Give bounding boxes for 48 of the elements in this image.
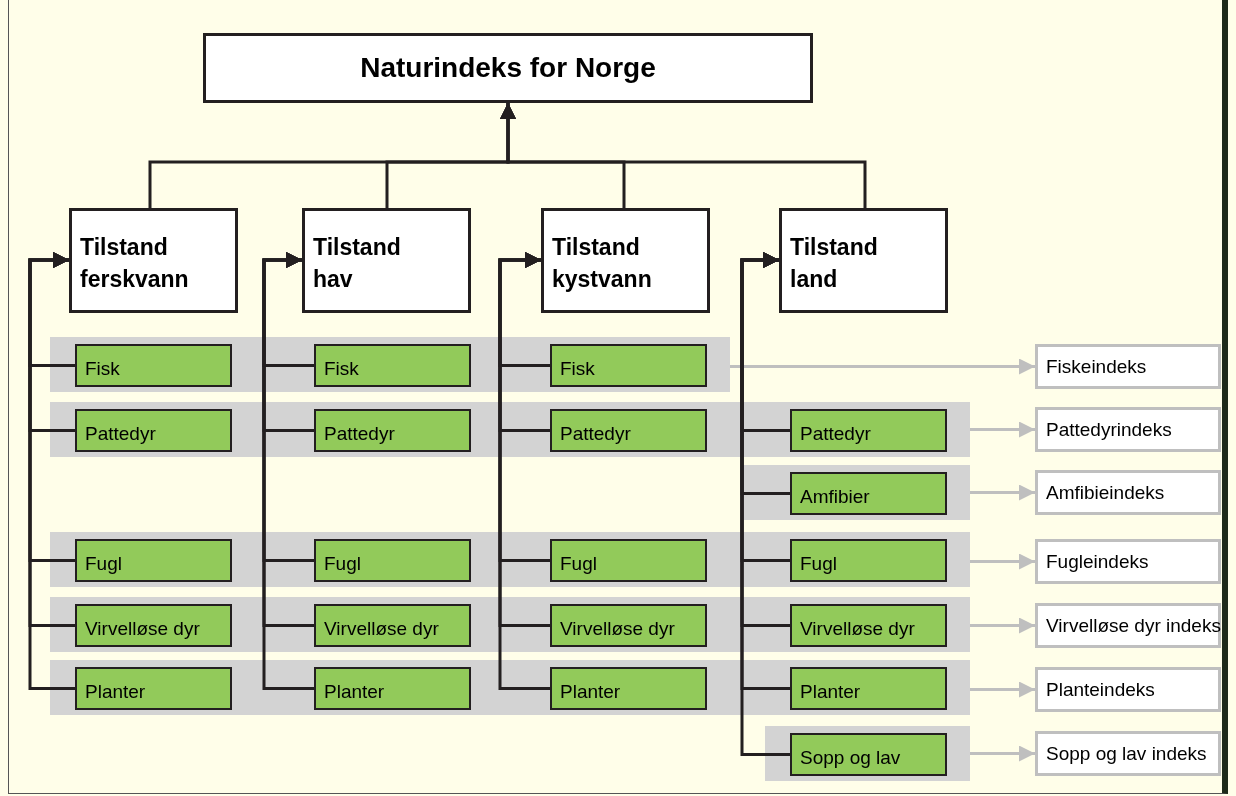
row-band xyxy=(765,726,970,781)
index-box: Planteindeks xyxy=(1035,667,1221,712)
index-box: Fiskeindeks xyxy=(1035,344,1221,389)
category-box: Tilstand kystvann xyxy=(541,208,710,313)
indicator-box: Fugl xyxy=(550,539,707,582)
arrow xyxy=(970,553,1035,570)
indicator-box: Pattedyr xyxy=(550,409,707,452)
arrow xyxy=(970,421,1035,438)
indicator-box: Amfibier xyxy=(790,472,947,515)
indicator-box: Pattedyr xyxy=(75,409,232,452)
index-box: Fugleindeks xyxy=(1035,539,1221,584)
index-box: Amfibieindeks xyxy=(1035,470,1221,515)
indicator-box: Planter xyxy=(790,667,947,710)
indicator-box: Sopp og lav xyxy=(790,733,947,776)
arrow xyxy=(730,358,1035,375)
indicator-box: Fugl xyxy=(790,539,947,582)
row-band xyxy=(50,337,730,392)
category-box: Tilstand hav xyxy=(302,208,471,313)
arrow xyxy=(500,103,867,208)
row-band xyxy=(742,465,970,520)
indicator-box: Fisk xyxy=(75,344,232,387)
row-band xyxy=(50,402,970,457)
index-box: Virvelløse dyr indeks xyxy=(1035,603,1221,648)
indicator-box: Virvelløse dyr xyxy=(790,604,947,647)
indicator-box: Planter xyxy=(550,667,707,710)
row-band xyxy=(50,660,970,715)
root-box: Naturindeks for Norge xyxy=(203,33,813,103)
indicator-box: Fisk xyxy=(550,344,707,387)
indicator-box: Pattedyr xyxy=(314,409,471,452)
row-band xyxy=(50,532,970,587)
index-box: Sopp og lav indeks xyxy=(1035,731,1221,776)
indicator-box: Virvelløse dyr xyxy=(314,604,471,647)
arrow xyxy=(970,681,1035,698)
indicator-box: Planter xyxy=(314,667,471,710)
index-box: Pattedyrindeks xyxy=(1035,407,1221,452)
indicator-box: Virvelløse dyr xyxy=(75,604,232,647)
indicator-box: Virvelløse dyr xyxy=(550,604,707,647)
arrow xyxy=(970,484,1035,501)
category-box: Tilstand land xyxy=(779,208,948,313)
indicator-box: Pattedyr xyxy=(790,409,947,452)
row-band xyxy=(50,597,970,652)
indicator-box: Fugl xyxy=(314,539,471,582)
category-box: Tilstand ferskvann xyxy=(69,208,238,313)
indicator-box: Planter xyxy=(75,667,232,710)
indicator-box: Fisk xyxy=(314,344,471,387)
indicator-box: Fugl xyxy=(75,539,232,582)
arrow xyxy=(970,745,1035,762)
arrow xyxy=(970,617,1035,634)
